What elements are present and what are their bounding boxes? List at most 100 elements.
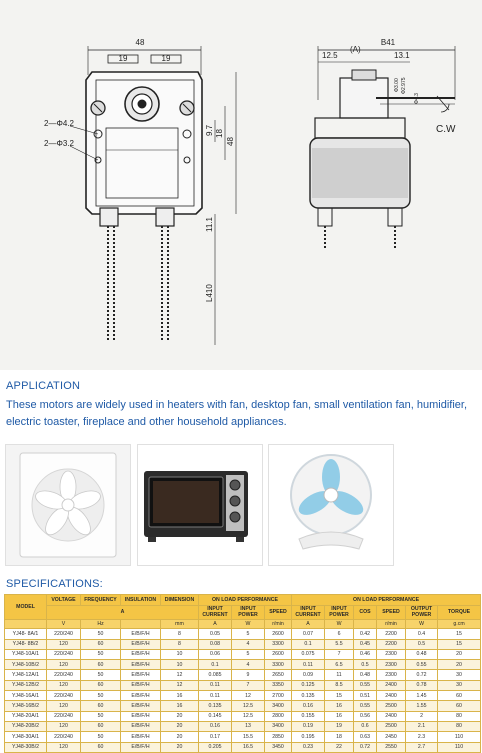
spec-cell: 60 — [437, 700, 482, 712]
dim-shaft-43: Φ4.3 — [414, 93, 420, 104]
spec-cell: 7 — [231, 679, 265, 692]
unit-cell: A — [198, 618, 232, 630]
spec-cell: 12 — [231, 690, 265, 702]
spec-cell: 8 — [160, 628, 199, 640]
dim-18: 18 — [215, 129, 224, 138]
dim-12-5: 12.5 — [322, 51, 338, 60]
spec-cell: 0.135 — [198, 700, 232, 712]
spec-cell: 0.08 — [198, 638, 232, 650]
spec-cell: 0.11 — [198, 679, 232, 692]
spec-cell: 0.1 — [198, 659, 232, 671]
spec-cell: 0.72 — [405, 669, 439, 681]
dim-shaft-300: Φ3.00 — [394, 78, 400, 92]
model-cell: YJ48-30A/1 — [4, 731, 47, 743]
col-frequency: FREQUENCY — [80, 594, 121, 606]
spec-cell: 60 — [80, 679, 121, 692]
spec-cell: 20 — [437, 648, 482, 661]
col-insulation: INSULATION — [120, 594, 161, 606]
model-cell: YJ48-20B/2 — [4, 720, 47, 733]
spec-cell: 16 — [160, 700, 199, 712]
spec-cell: 0.45 — [353, 638, 378, 650]
unit-cell: W — [324, 618, 355, 630]
spec-cell: 2.1 — [405, 720, 439, 733]
spec-cell: 4 — [231, 638, 265, 650]
spec-cell: E/B/F/H — [120, 638, 161, 650]
spec-cell: 0.07 — [291, 628, 326, 640]
col-voltage: VOLTAGE — [46, 594, 81, 606]
dim-48-height: 48 — [226, 137, 235, 146]
spec-cell: 6 — [324, 628, 355, 640]
spec-cell: 0.6 — [353, 720, 378, 733]
model-cell: YJ48-16A/1 — [4, 690, 47, 702]
spec-cell: 2200 — [376, 628, 407, 640]
spec-cell: 8.5 — [324, 679, 355, 692]
unit-cell — [120, 618, 161, 630]
spec-cell: 15 — [437, 638, 482, 650]
desk-fan-photo — [268, 444, 394, 566]
spec-cell: 0.42 — [353, 628, 378, 640]
dim-19-right: 19 — [162, 54, 171, 63]
unit-cell: A — [291, 618, 326, 630]
spec-cell: 5 — [231, 648, 265, 661]
spec-cell: E/B/F/H — [120, 628, 161, 640]
spec-cell: 9 — [231, 669, 265, 681]
spec-cell: 50 — [80, 669, 121, 681]
spec-cell: 2850 — [263, 731, 293, 743]
spec-cell: 0.48 — [405, 648, 439, 661]
spec-cell: 120 — [46, 638, 81, 650]
spec-cell: 0.63 — [353, 731, 378, 743]
unit-cell: r/min — [263, 618, 293, 630]
dim-shaft-2975: Φ2.975 — [401, 77, 407, 94]
spec-cell: 0.72 — [353, 741, 378, 753]
col-input-power: INPUT POWER — [231, 605, 265, 620]
spec-cell: 6.5 — [324, 659, 355, 671]
spec-cell: 220/240 — [46, 628, 81, 640]
spec-cell: 60 — [80, 741, 121, 753]
col-input-current-2: INPUT CURRENT — [291, 605, 326, 620]
desk-fan-icon — [269, 445, 393, 565]
spec-cell: 0.23 — [291, 741, 326, 753]
spec-cell: 0.16 — [198, 720, 232, 733]
dim-hole-32: 2—Φ3.2 — [44, 139, 75, 148]
spec-cell: 0.1 — [291, 638, 326, 650]
spec-cell: 3400 — [263, 720, 293, 733]
unit-cell: mm — [160, 618, 199, 630]
spec-cell: 4 — [231, 659, 265, 671]
model-cell: YJ48-30B/2 — [4, 741, 47, 753]
col-output-power: OUTPUT POWER — [405, 605, 439, 620]
spec-cell: 2300 — [376, 659, 407, 671]
spec-cell: 2300 — [376, 669, 407, 681]
spec-cell: 2700 — [263, 690, 293, 702]
spec-cell: 0.46 — [353, 648, 378, 661]
rotation-cw-label: C.W — [436, 124, 456, 135]
col-speed: SPEED — [263, 605, 293, 620]
model-cell: YJ48-12B/2 — [4, 679, 47, 692]
col-speed-2: SPEED — [376, 605, 407, 620]
spec-cell: 2 — [405, 710, 439, 722]
spec-cell: 3300 — [263, 638, 293, 650]
spec-cell: 12 — [160, 669, 199, 681]
spec-cell: 2800 — [263, 710, 293, 722]
unit-cell: r/min — [376, 618, 407, 630]
spec-cell: 0.5 — [353, 659, 378, 671]
spec-cell: 12.5 — [231, 700, 265, 712]
spec-cell: 0.125 — [291, 679, 326, 692]
spec-cell: 220/240 — [46, 648, 81, 661]
spec-cell: 0.4 — [405, 628, 439, 640]
oven-icon — [138, 445, 262, 565]
spec-cell: 60 — [80, 638, 121, 650]
spec-cell: 11 — [324, 669, 355, 681]
spec-cell: 0.135 — [291, 690, 326, 702]
spec-cell: 0.085 — [198, 669, 232, 681]
spec-cell: 3300 — [263, 659, 293, 671]
spec-cell: 50 — [80, 690, 121, 702]
spec-cell: 0.56 — [353, 710, 378, 722]
col-input-current: INPUT CURRENT — [198, 605, 232, 620]
